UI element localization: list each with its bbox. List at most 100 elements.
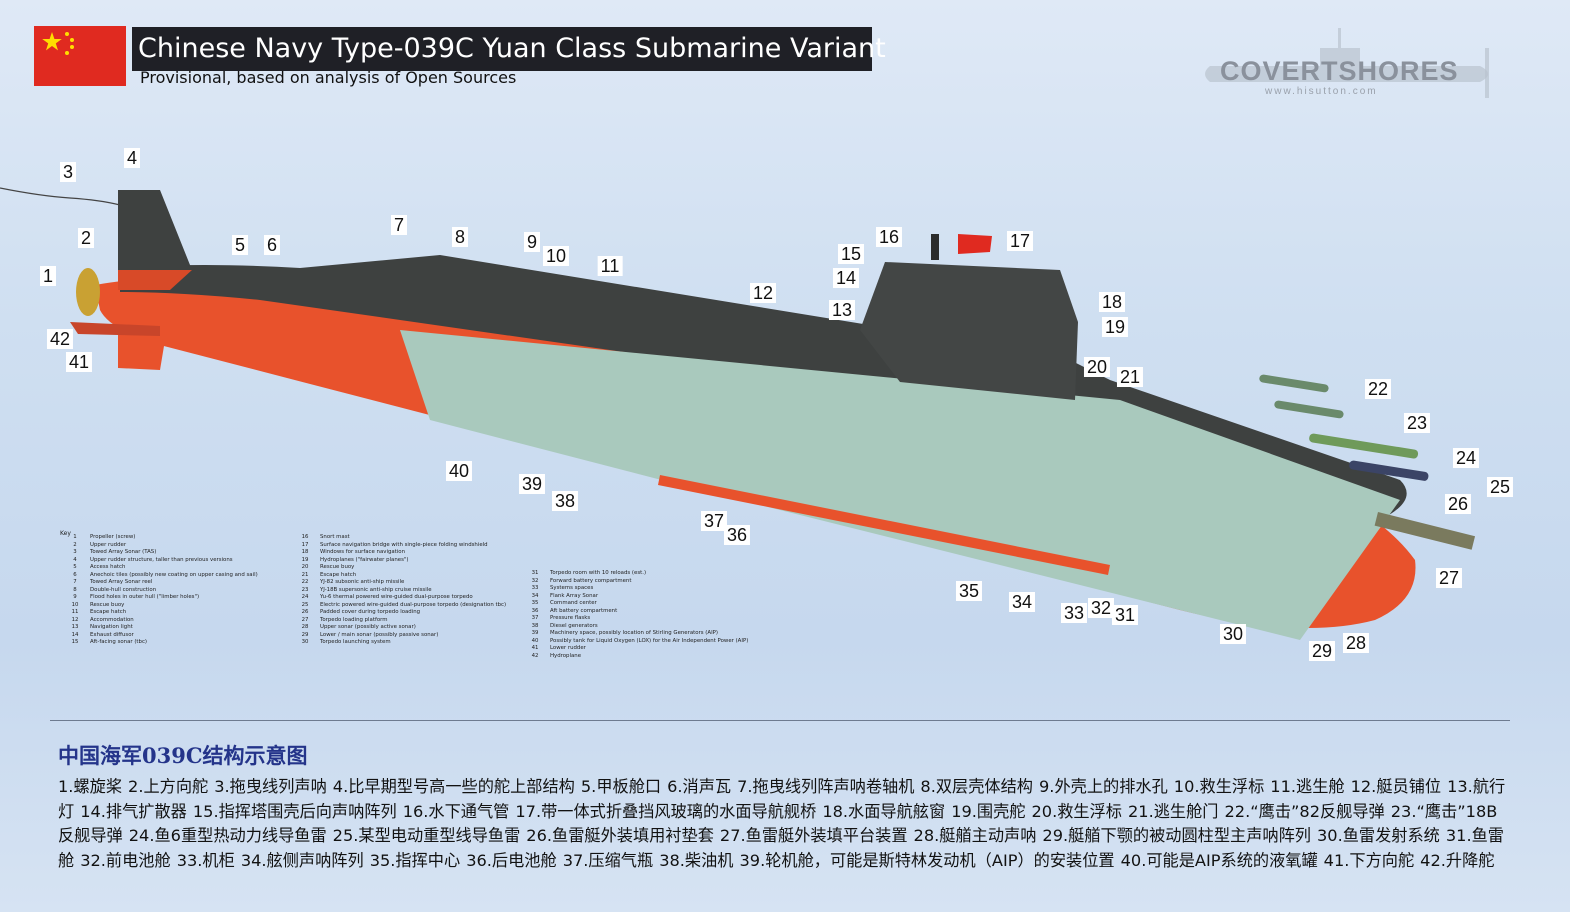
zh-item: 35.指挥中心	[369, 850, 461, 870]
zh-item: 41.下方向舵	[1323, 850, 1415, 870]
page-title: Chinese Navy Type-039C Yuan Class Submar…	[132, 27, 886, 71]
callout-23: 23	[1403, 413, 1431, 433]
zh-item: 8.双层壳体结构	[920, 777, 1033, 796]
covertshores-logo	[1200, 28, 1500, 108]
zh-item: 20.救生浮标	[1031, 801, 1123, 821]
callout-28: 28	[1342, 633, 1370, 653]
page-subtitle: Provisional, based on analysis of Open S…	[140, 68, 517, 87]
zh-item: 17.带一体式折叠挡风玻璃的水面导航舰桥	[515, 801, 817, 821]
callout-21: 21	[1116, 367, 1144, 387]
zh-item: 6.消声瓦	[667, 777, 732, 796]
zh-item: 14.排气扩散器	[80, 801, 187, 821]
upper-rudder	[118, 190, 192, 270]
pressure-flasks	[658, 475, 1110, 575]
yj18b-missile	[1274, 400, 1344, 419]
callout-27: 27	[1435, 568, 1463, 588]
callout-11: 11	[597, 256, 623, 276]
propeller-icon	[76, 268, 100, 316]
yj82-missile	[1259, 374, 1329, 393]
zh-item: 34.舷侧声呐阵列	[240, 850, 364, 870]
zh-item: 29.艇艏下颚的被动圆柱型主声呐阵列	[1042, 826, 1311, 845]
zh-item: 30.鱼雷发射系统	[1316, 826, 1440, 845]
callout-6: 6	[263, 235, 281, 255]
submarine-cutaway-illustration	[0, 187, 1476, 640]
callout-4: 4	[123, 148, 141, 168]
callout-9: 9	[523, 232, 541, 252]
zh-item: 31.鱼雷舱	[58, 826, 1504, 870]
zh-item: 9.外壳上的排水孔	[1039, 777, 1168, 796]
zh-item: 25.某型电动重型线导鱼雷	[332, 826, 521, 845]
zh-item: 42.升降舵	[1420, 850, 1495, 870]
callout-8: 8	[451, 227, 469, 247]
zh-item: 19.围壳舵	[951, 801, 1026, 821]
callout-29: 29	[1308, 641, 1336, 661]
zh-item: 5.甲板舱口	[580, 777, 662, 796]
callout-14: 14	[832, 268, 860, 288]
zh-item: 2.上方向舵	[128, 777, 209, 796]
zh-item: 18.水面导航舷窗	[822, 801, 946, 821]
callout-20: 20	[1083, 357, 1111, 377]
zh-item: 26.鱼雷艇外装填用衬垫套	[526, 826, 714, 845]
callout-17: 17	[1006, 231, 1034, 251]
zh-title: 中国海军039C结构示意图	[58, 743, 308, 768]
zh-item: 37.压缩气瓶	[562, 850, 654, 870]
key-title: Key	[60, 530, 71, 537]
callout-30: 30	[1219, 624, 1247, 644]
zh-item: 32.前电池舱	[80, 850, 171, 870]
callout-33: 33	[1060, 603, 1088, 623]
zh-item: 1.螺旋桨	[58, 777, 123, 796]
callout-42: 42	[46, 329, 74, 349]
callout-1: 1	[39, 266, 57, 286]
callout-13: 13	[828, 300, 856, 320]
callout-25: 25	[1486, 477, 1514, 497]
zh-item: 10.救生浮标	[1173, 777, 1265, 796]
callout-37: 37	[700, 511, 728, 531]
zh-item: 33.机柜	[176, 850, 235, 870]
callout-31: 31	[1111, 605, 1139, 625]
zh-item: 38.柴油机	[659, 850, 734, 870]
callout-36: 36	[723, 525, 751, 545]
callout-41: 41	[65, 352, 93, 372]
zh-item: 40.可能是AIP系统的液氧罐	[1120, 850, 1318, 870]
divider	[50, 720, 1510, 721]
callout-18: 18	[1098, 292, 1126, 312]
zh-item: 12.艇员铺位	[1350, 777, 1442, 796]
hydroplane	[70, 322, 160, 336]
flag-on-sail	[958, 234, 992, 254]
zh-item: 23.“鹰击”18B反舰导弹	[58, 801, 1498, 846]
electric-torpedo	[1349, 460, 1429, 481]
callout-2: 2	[77, 228, 95, 248]
cutaway-interior	[400, 330, 1400, 640]
